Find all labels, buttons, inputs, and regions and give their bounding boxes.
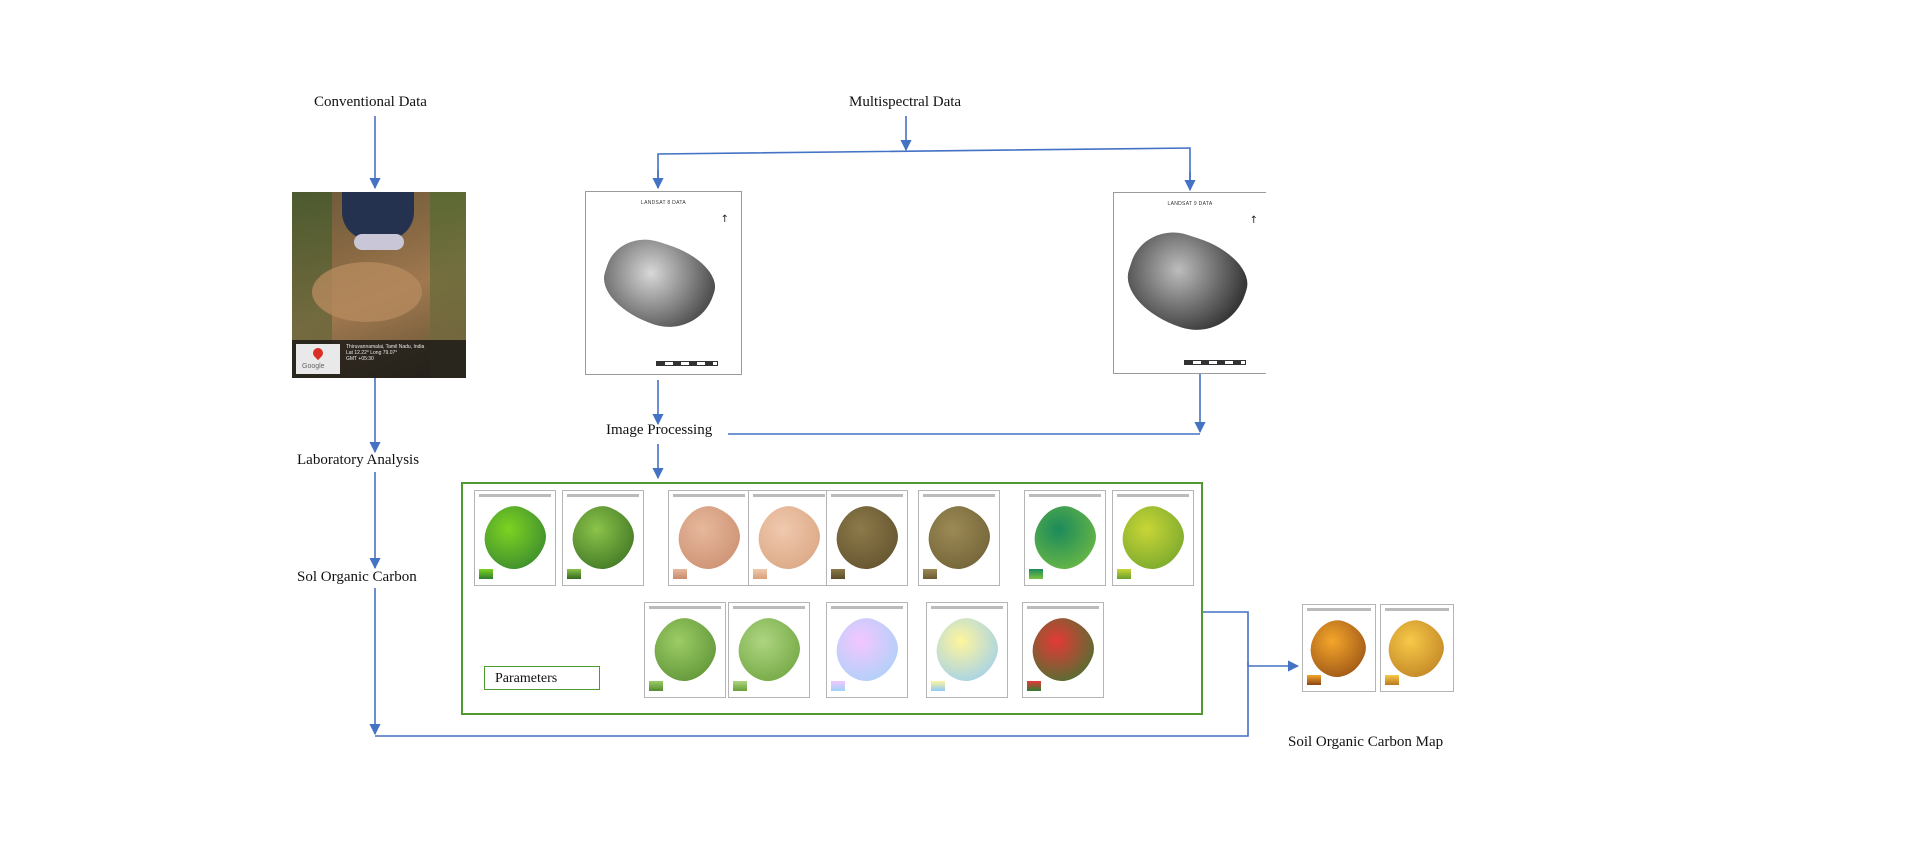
legend-swatch xyxy=(1307,675,1321,685)
district-map-shape xyxy=(750,499,828,578)
geotag-line: GMT +05:30 xyxy=(346,356,460,362)
legend-swatch xyxy=(831,569,845,579)
landsat-left-map: LANDSAT 8 DATA ↑ xyxy=(585,191,742,375)
legend-swatch xyxy=(923,569,937,579)
parameter-map-thumb xyxy=(918,490,1000,586)
soc-map-label: Soil Organic Carbon Map xyxy=(1288,734,1443,751)
scale-bar xyxy=(1184,360,1246,365)
district-map-shape xyxy=(476,499,554,578)
district-map-shape xyxy=(1026,499,1104,578)
parameter-map-thumb xyxy=(474,490,556,586)
parameter-map-thumb xyxy=(926,602,1008,698)
legend-swatch xyxy=(673,569,687,579)
district-map-shape xyxy=(646,611,724,690)
laboratory-analysis-label: Laboratory Analysis xyxy=(297,452,419,469)
legend-swatch xyxy=(931,681,945,691)
parameter-map-thumb xyxy=(668,490,750,586)
district-map-shape xyxy=(828,499,906,578)
district-grayscale-shape xyxy=(594,229,723,339)
map-pin-icon: Google xyxy=(296,344,340,374)
legend-swatch xyxy=(733,681,747,691)
legend-swatch xyxy=(753,569,767,579)
landsat-left-title: LANDSAT 8 DATA xyxy=(586,200,741,206)
soil-organic-carbon-label: Sol Organic Carbon xyxy=(297,569,417,586)
district-map-shape xyxy=(1114,499,1192,578)
landsat-right-title: LANDSAT 9 DATA xyxy=(1114,201,1266,207)
district-map-shape xyxy=(730,611,808,690)
image-processing-label: Image Processing xyxy=(606,422,712,439)
geotag-overlay: Google Thiruvannamalai, Tamil Nadu, Indi… xyxy=(292,340,466,378)
parameters-label: Parameters xyxy=(484,666,600,690)
district-grayscale-shape xyxy=(1117,221,1257,343)
field-sampling-photo: Google Thiruvannamalai, Tamil Nadu, Indi… xyxy=(292,192,466,378)
district-map-shape xyxy=(828,611,906,690)
legend-swatch xyxy=(479,569,493,579)
parameter-map-thumb xyxy=(728,602,810,698)
landsat-right-map: LANDSAT 9 DATA ↑ xyxy=(1113,192,1266,374)
legend-swatch xyxy=(831,681,845,691)
district-map-shape xyxy=(564,499,642,578)
legend-swatch xyxy=(1385,675,1399,685)
parameter-map-thumb xyxy=(748,490,830,586)
person-sampling xyxy=(342,192,414,240)
legend-swatch xyxy=(567,569,581,579)
district-map-shape xyxy=(928,611,1006,690)
district-map-shape xyxy=(920,499,998,578)
parameter-map-thumb xyxy=(826,602,908,698)
legend-swatch xyxy=(1029,569,1043,579)
soc-map-thumb xyxy=(1302,604,1376,692)
district-map-shape xyxy=(670,499,748,578)
parameter-map-thumb xyxy=(644,602,726,698)
north-arrow-icon: ↑ xyxy=(1250,215,1258,226)
legend-swatch xyxy=(1027,681,1041,691)
parameter-map-thumb xyxy=(826,490,908,586)
conventional-data-label: Conventional Data xyxy=(314,94,427,111)
multispectral-data-label: Multispectral Data xyxy=(849,94,961,111)
parameter-map-thumb xyxy=(562,490,644,586)
north-arrow-icon: ↑ xyxy=(721,214,729,225)
district-map-shape xyxy=(1024,611,1102,690)
legend-swatch xyxy=(649,681,663,691)
legend-swatch xyxy=(1117,569,1131,579)
soc-map-thumb xyxy=(1380,604,1454,692)
parameter-map-thumb xyxy=(1022,602,1104,698)
district-map-shape xyxy=(1381,613,1451,684)
parameter-map-thumb xyxy=(1024,490,1106,586)
district-map-shape xyxy=(1303,613,1373,684)
parameter-map-thumb xyxy=(1112,490,1194,586)
scale-bar xyxy=(656,361,718,366)
